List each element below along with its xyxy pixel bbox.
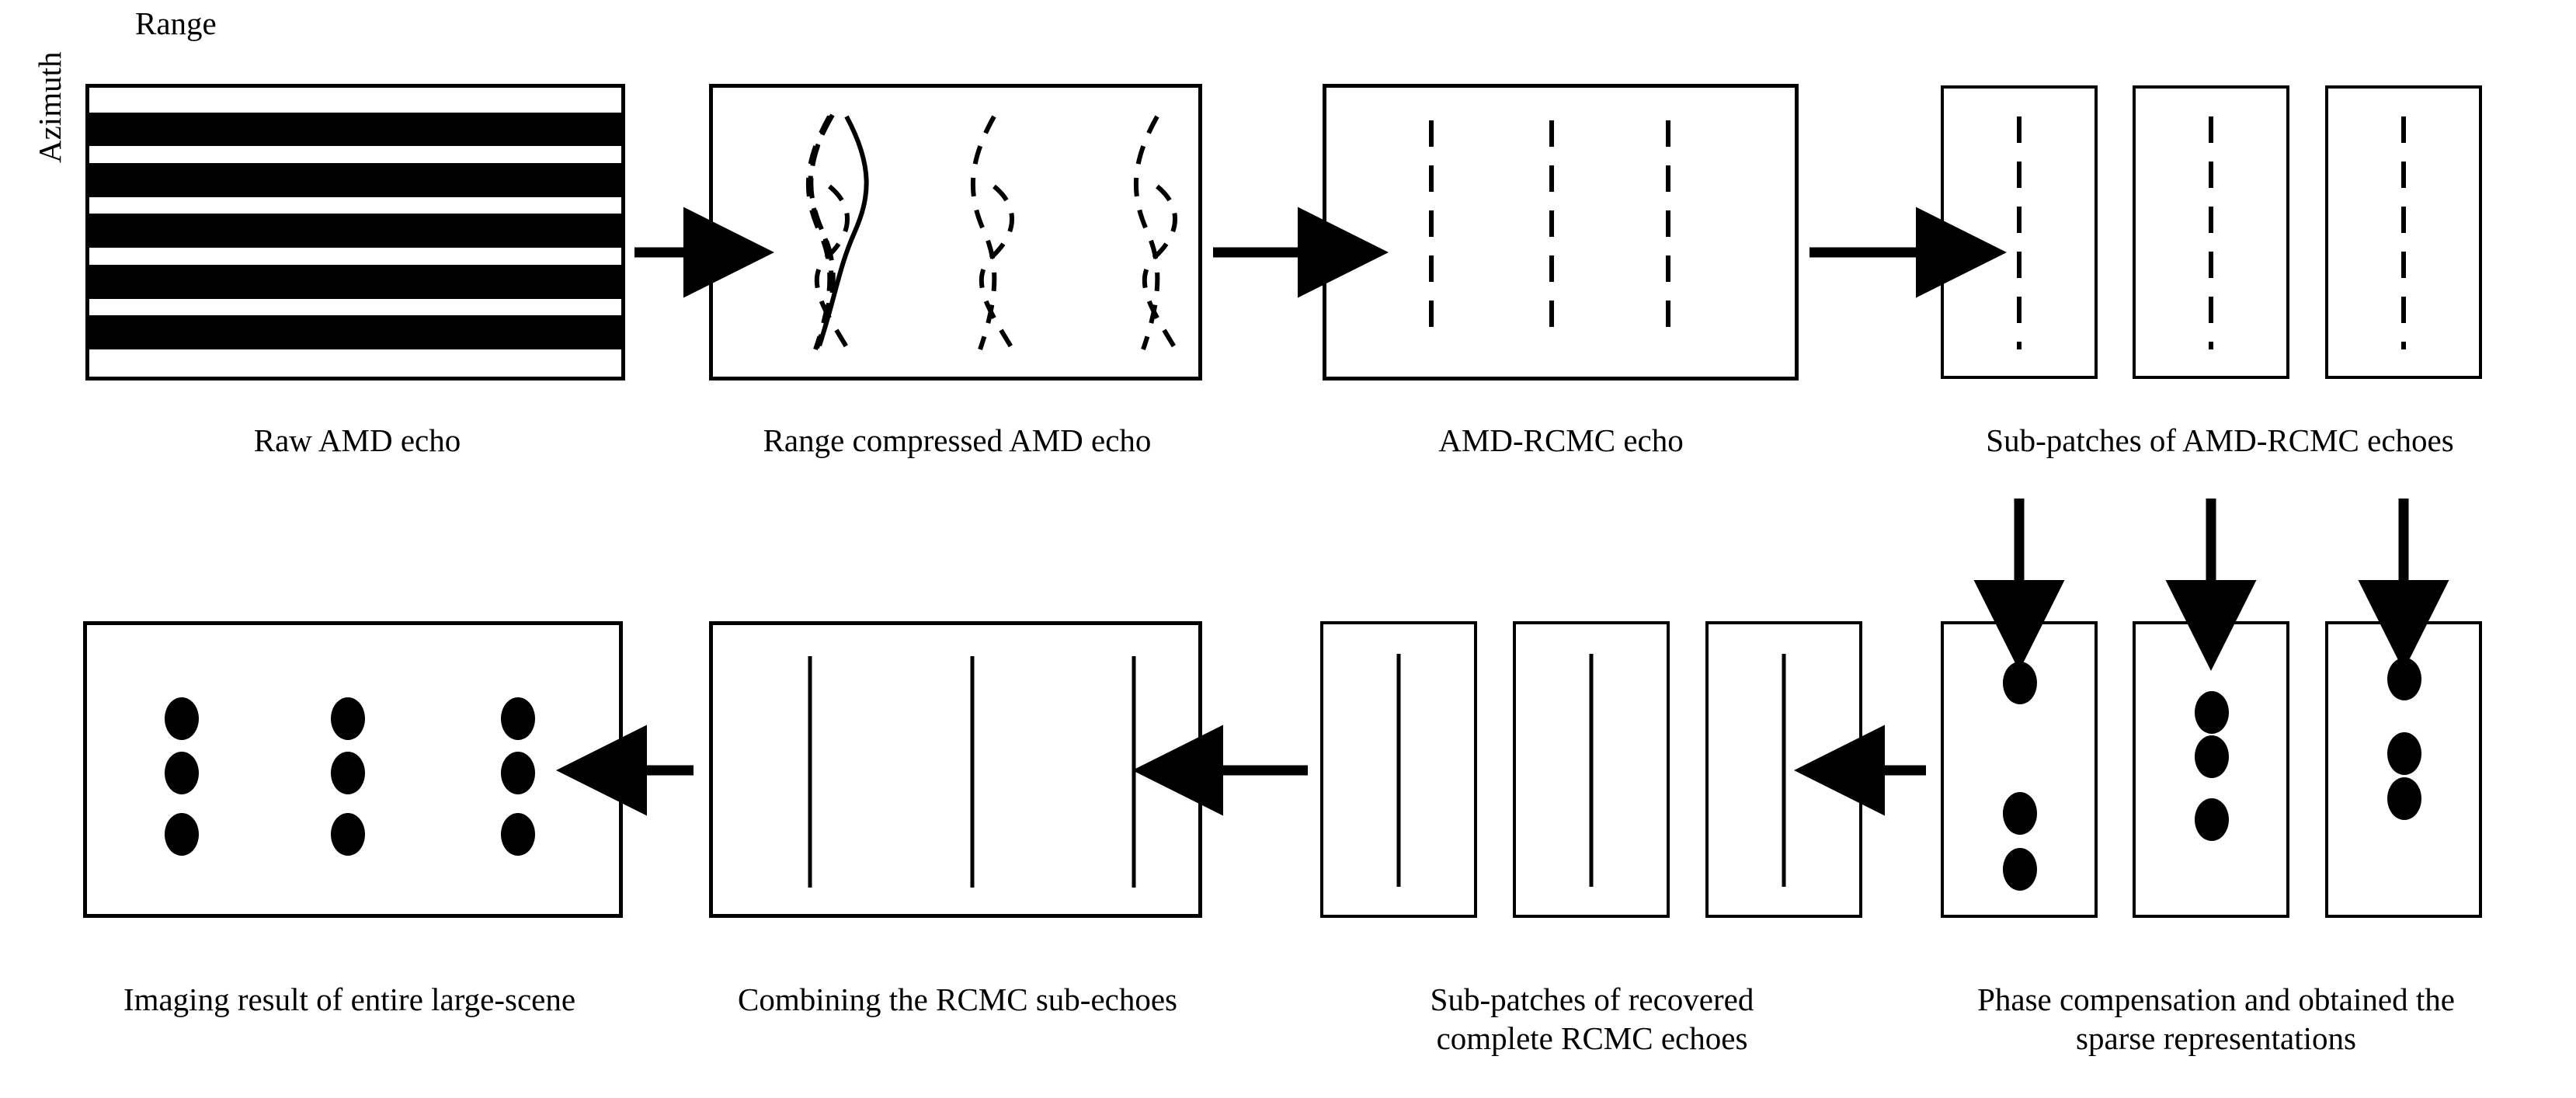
azimuth-axis-label: Azimuth xyxy=(32,51,68,163)
point-target-dot xyxy=(2003,848,2037,891)
point-target-dot xyxy=(331,813,365,856)
range-compressed-amd-echo-panel[interactable] xyxy=(709,84,1202,380)
azimuth-stripe xyxy=(89,214,621,248)
raw-amd-echo-caption: Raw AMD echo xyxy=(253,422,461,458)
point-target-dot xyxy=(331,697,365,740)
point-target-dot xyxy=(2387,658,2421,700)
point-target-dot xyxy=(501,697,535,740)
phase-compensation-caption: Phase compensation and obtained the spar… xyxy=(1977,982,2455,1056)
point-target-dot xyxy=(501,813,535,856)
recovered-rcmc-caption: Sub-patches of recovered complete RCMC e… xyxy=(1430,982,1754,1056)
azimuth-stripe xyxy=(89,163,621,197)
azimuth-stripe xyxy=(89,113,621,146)
point-target-dot xyxy=(165,697,199,740)
sparse-representation-panel-3[interactable] xyxy=(2325,621,2482,918)
point-target-dot xyxy=(165,813,199,856)
sub-patches-amd-rcmc-caption: Sub-patches of AMD-RCMC echoes xyxy=(1986,422,2454,458)
point-target-dot xyxy=(501,752,535,794)
combining-rcmc-caption: Combining the RCMC sub-echoes xyxy=(737,982,1177,1017)
azimuth-stripe xyxy=(89,265,621,299)
azimuth-stripe xyxy=(89,315,621,349)
sparse-representation-panel-2[interactable] xyxy=(2133,621,2289,918)
raw-amd-echo-panel[interactable] xyxy=(85,84,625,380)
combining-rcmc-panel[interactable] xyxy=(709,621,1202,918)
point-target-dot xyxy=(331,752,365,794)
range-axis-label: Range xyxy=(135,5,217,41)
sub-patch-amd-rcmc-panel-3[interactable] xyxy=(2325,85,2482,379)
point-target-dot xyxy=(2387,777,2421,820)
imaging-result-caption: Imaging result of entire large-scene xyxy=(123,982,576,1017)
point-target-dot xyxy=(2195,735,2229,778)
imaging-result-panel[interactable] xyxy=(83,621,623,918)
point-target-dot xyxy=(2003,662,2037,704)
point-target-dot xyxy=(2003,792,2037,835)
point-target-dot xyxy=(2195,798,2229,841)
point-target-dot xyxy=(2387,732,2421,775)
sparse-representation-panel-1[interactable] xyxy=(1941,621,2098,918)
amd-rcmc-echo-caption: AMD-RCMC echo xyxy=(1438,422,1684,458)
amd-rcmc-echo-panel[interactable] xyxy=(1323,84,1799,380)
recovered-rcmc-panel-3[interactable] xyxy=(1705,621,1862,918)
point-target-dot xyxy=(2195,691,2229,734)
range-compressed-amd-echo-caption: Range compressed AMD echo xyxy=(763,422,1152,458)
recovered-rcmc-panel-2[interactable] xyxy=(1513,621,1670,918)
point-target-dot xyxy=(165,752,199,794)
sub-patch-amd-rcmc-panel-2[interactable] xyxy=(2133,85,2289,379)
sub-patch-amd-rcmc-panel-1[interactable] xyxy=(1941,85,2098,379)
recovered-rcmc-panel-1[interactable] xyxy=(1320,621,1477,918)
